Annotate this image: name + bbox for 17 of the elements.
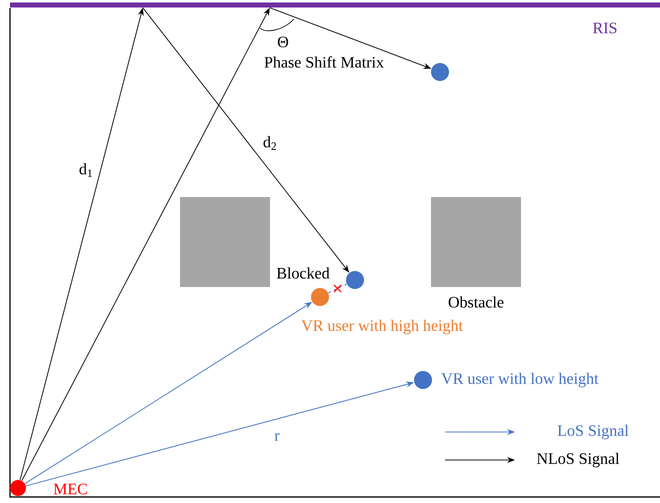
legend-label: NLoS Signal [536, 452, 620, 468]
user-label: VR user with low height [441, 372, 598, 388]
mec-label: MEC [54, 484, 87, 494]
legend-label: LoS Signal [558, 424, 628, 440]
obstacle-box [180, 197, 270, 287]
obstacle-label: Obstacle [448, 296, 504, 308]
user-dot [346, 271, 364, 289]
dashed-line [328, 284, 348, 294]
user-label: VR user with high height [301, 320, 463, 334]
ris-label: RIS [593, 22, 616, 34]
annotation-text: Phase Shift Matrix [264, 56, 384, 68]
edge-label: r [273, 432, 281, 442]
annotation-text: Blocked [276, 267, 330, 279]
angle-symbol: Θ [278, 36, 288, 48]
edge-label: d$_{1}$ [78, 162, 94, 178]
user-dot [431, 63, 449, 81]
edge-label: d$_{2}$ [262, 135, 278, 151]
